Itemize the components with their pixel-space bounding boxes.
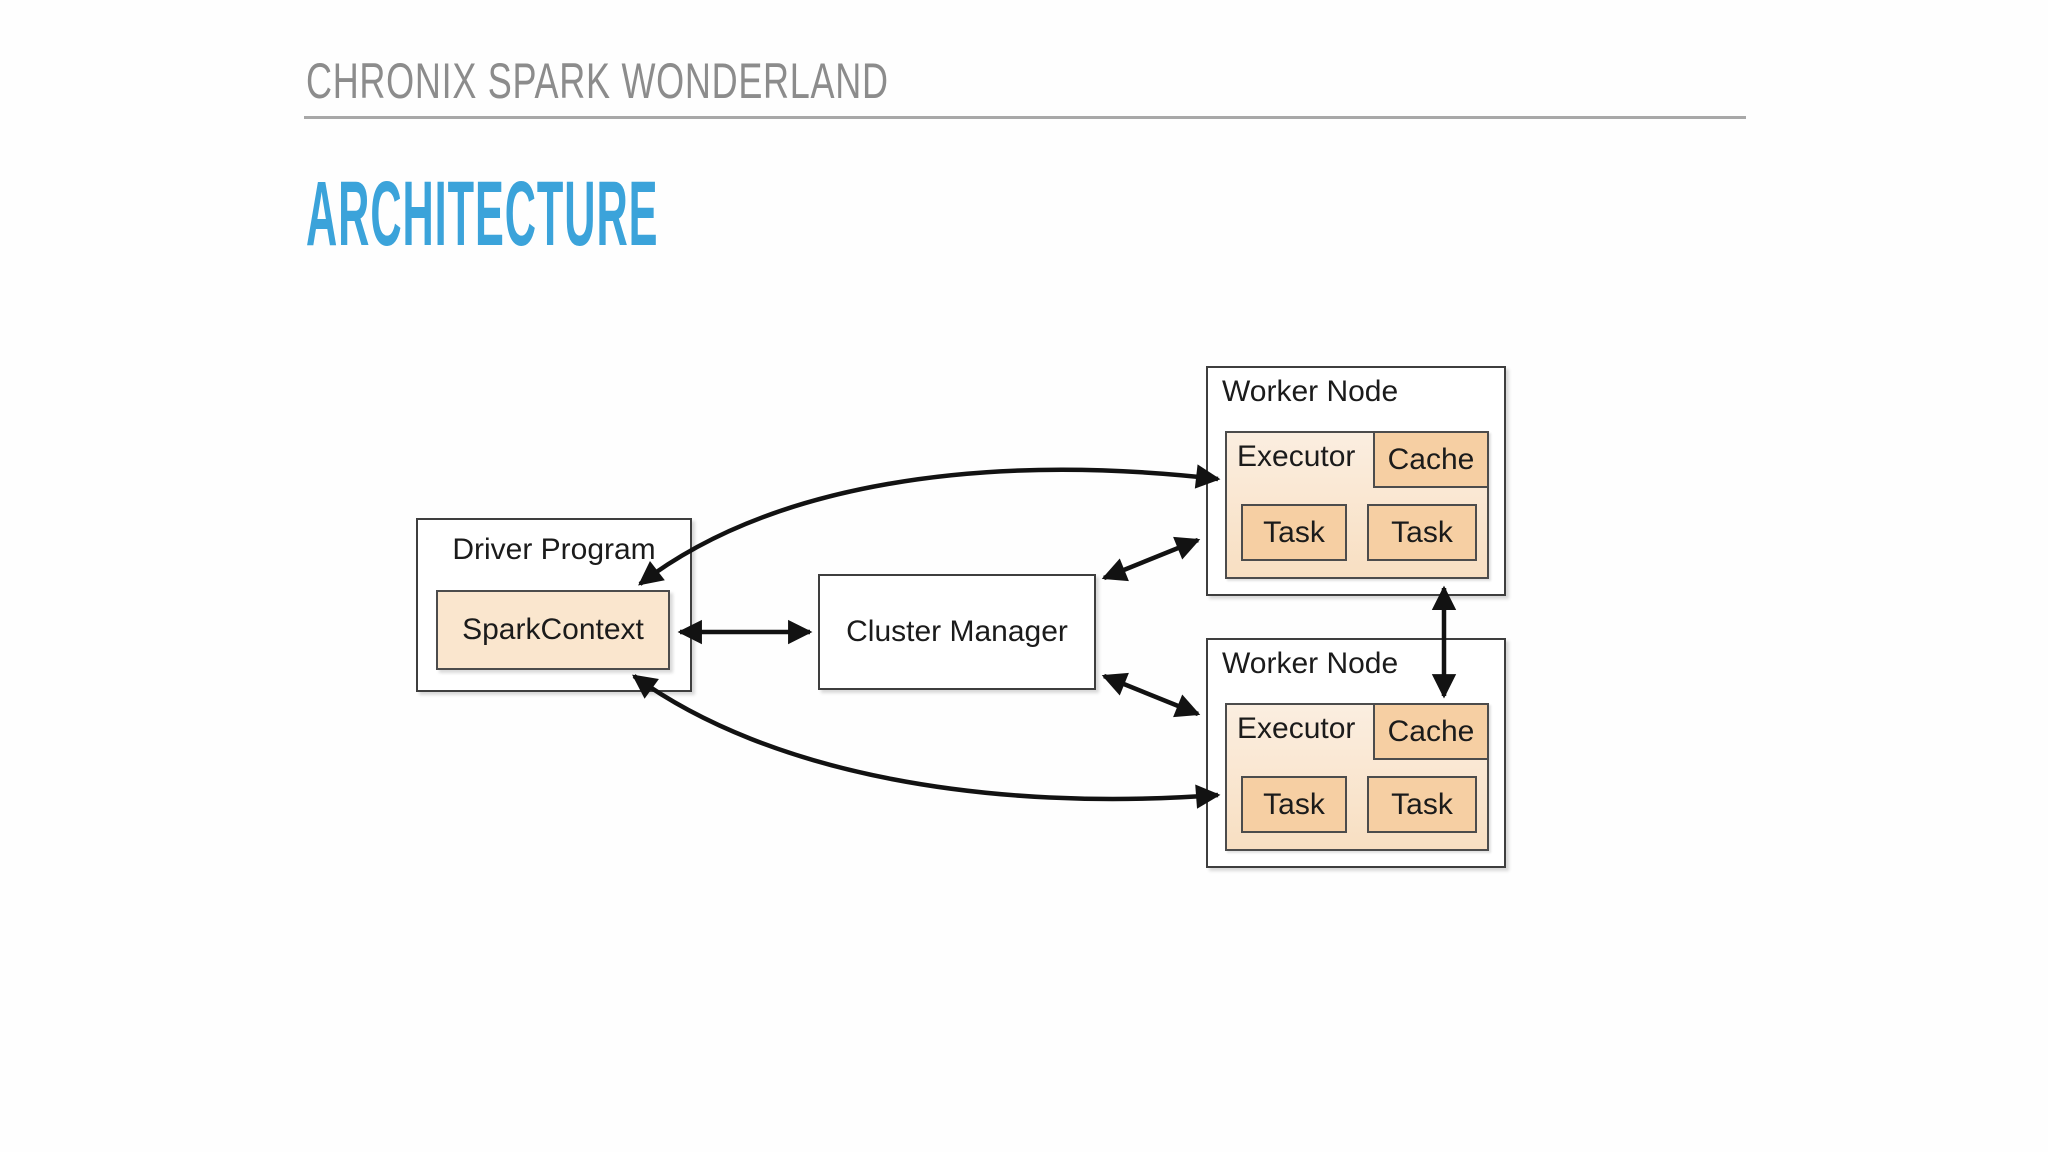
worker-top-executor-label: Executor (1237, 440, 1356, 473)
driver-program-label: Driver Program (452, 533, 656, 566)
worker-top-task1-box: Task (1241, 504, 1347, 561)
worker-top-task2-box: Task (1367, 504, 1477, 561)
slide-eyebrow: CHRONIX SPARK WONDERLAND (306, 53, 889, 109)
header-divider (304, 116, 1746, 119)
worker-node-bottom-box: Worker Node Executor Cache Task Task (1206, 638, 1506, 868)
worker-bottom-task1-label: Task (1263, 787, 1325, 821)
cluster-manager-box: Cluster Manager (818, 574, 1096, 690)
worker-node-top-box: Worker Node Executor Cache Task Task (1206, 366, 1506, 596)
worker-bottom-cache-label: Cache (1387, 714, 1475, 748)
worker-bottom-task2-box: Task (1367, 776, 1477, 833)
spark-context-label: SparkContext (462, 613, 644, 646)
spark-context-box: SparkContext (436, 590, 670, 670)
worker-top-task1-label: Task (1263, 515, 1325, 549)
worker-node-bottom-label: Worker Node (1222, 647, 1399, 680)
worker-bottom-executor-box: Executor Cache Task Task (1225, 703, 1489, 851)
worker-bottom-task2-label: Task (1391, 787, 1453, 821)
worker-bottom-task1-box: Task (1241, 776, 1347, 833)
worker-top-cache-box: Cache (1373, 431, 1489, 488)
worker-top-executor-box: Executor Cache Task Task (1225, 431, 1489, 579)
page-title: ARCHITECTURE (306, 163, 659, 265)
worker-node-top-label: Worker Node (1222, 375, 1399, 408)
cluster-manager-label: Cluster Manager (846, 615, 1068, 648)
worker-top-cache-label: Cache (1387, 442, 1475, 476)
worker-top-task2-label: Task (1391, 515, 1453, 549)
worker-bottom-cache-box: Cache (1373, 703, 1489, 760)
worker-bottom-executor-label: Executor (1237, 712, 1356, 745)
